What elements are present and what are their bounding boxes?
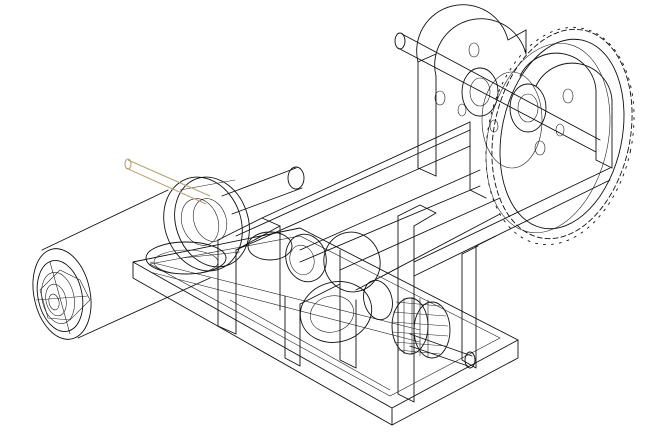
base-plate [132,227,519,426]
sprocket-wheel [481,26,635,246]
upper-bearing-blocks [394,4,613,177]
accent-rod [124,158,211,205]
pinion-gear [391,297,451,359]
motor-cylinder [32,189,211,340]
cam-discs [145,231,393,343]
support-bracket-left [217,217,357,369]
pulley-wheel [163,176,250,272]
